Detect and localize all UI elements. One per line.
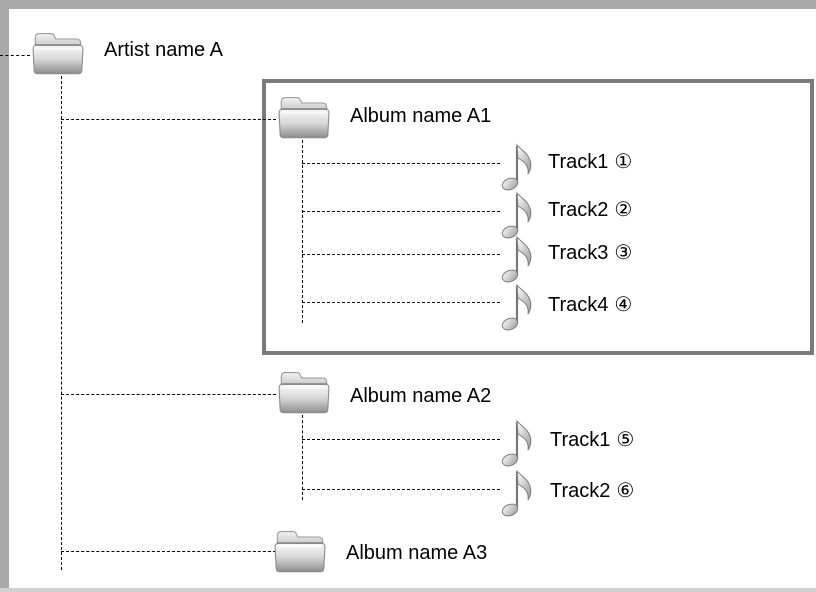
folder-icon — [32, 28, 84, 76]
album-name: Album name A3 — [346, 542, 488, 564]
connector-line — [302, 489, 500, 490]
music-note-icon — [497, 232, 537, 284]
frame-bottom-border — [0, 588, 816, 592]
connector-line — [302, 439, 500, 440]
connector-line — [302, 140, 303, 323]
artist-name: Artist name A — [104, 39, 223, 61]
track-name: Track2 — [548, 199, 609, 221]
connector-line — [0, 55, 30, 56]
album-a1-highlight-box — [262, 79, 814, 355]
music-note-icon — [497, 416, 537, 468]
track-number: ③ — [614, 242, 633, 264]
track-number: ② — [614, 199, 633, 221]
track-number: ④ — [614, 294, 633, 316]
folder-icon — [278, 92, 330, 140]
music-note-icon — [497, 466, 537, 518]
folder-icon — [278, 367, 330, 415]
track-number: ⑤ — [616, 429, 635, 451]
connector-line — [302, 302, 500, 303]
frame-left-border — [0, 0, 9, 592]
track-name: Track4 — [548, 294, 609, 316]
connector-line — [61, 551, 276, 552]
music-note-icon — [497, 280, 537, 332]
connector-line — [302, 254, 500, 255]
frame-top-border — [0, 0, 816, 9]
track-number: ⑥ — [616, 480, 635, 502]
connector-line — [61, 76, 62, 570]
track-name: Track3 — [548, 242, 609, 264]
album-name: Album name A1 — [350, 105, 492, 127]
album-name: Album name A2 — [350, 385, 492, 407]
connector-line — [302, 163, 500, 164]
music-note-icon — [497, 140, 537, 192]
connector-line — [302, 415, 303, 500]
connector-line — [61, 119, 276, 120]
track-name: Track1 — [550, 429, 611, 451]
track-name: Track1 — [548, 151, 609, 173]
track-number: ① — [614, 151, 633, 173]
connector-line — [302, 211, 500, 212]
track-name: Track2 — [550, 480, 611, 502]
folder-icon — [274, 526, 326, 574]
connector-line — [61, 394, 276, 395]
